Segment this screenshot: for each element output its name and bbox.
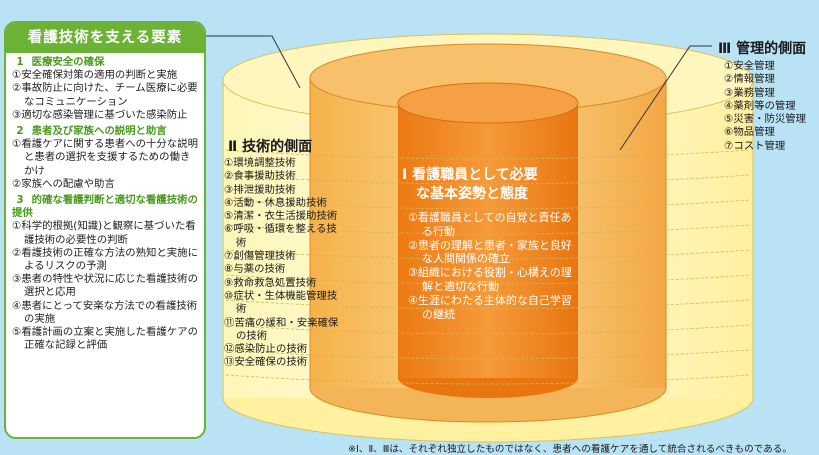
list-item: ④患者にとって安楽な方法での看護技術の実施 xyxy=(12,299,198,325)
list-item: ①環境調整技術 xyxy=(224,157,296,169)
list-item: ③排泄援助技術 xyxy=(224,183,296,196)
list-item: ⑤看護計画の立案と実施した看護ケアの正確な記録と評価 xyxy=(12,326,198,352)
list-item: ⑤災害・防災管理 xyxy=(724,113,807,126)
list-item: ②食事援助技術 xyxy=(224,170,296,183)
section-title: 3 的確な看護判断と適切な看護技術の提供 xyxy=(12,194,200,220)
technical-list: ①環境調整技術 ②食事援助技術 ③排泄援助技術 ④活動・休息援助技術 ⑤清潔・衣… xyxy=(224,157,344,370)
management-title: Ⅲ 管理的側面 xyxy=(718,41,807,57)
section-title-text: 医療安全の確保 xyxy=(31,56,105,68)
list-item: ②看護技術の正確な方法の熟知と実施によるリスクの予測 xyxy=(12,246,198,273)
section-number: 3 xyxy=(16,194,24,207)
support-elements-panel: 看護技術を支える要素 1 医療安全の確保 ①安全確保対策の適用の判断と実施 ②事… xyxy=(4,21,206,439)
list-item: ⑬安全確保の技術 xyxy=(224,356,308,369)
list-item: ②情報管理 xyxy=(724,73,775,86)
list-item: ⑪苦痛の緩和・安楽確保の技術 xyxy=(224,316,339,342)
list-item: ①看護職員としての自覚と責任ある行動 xyxy=(408,211,572,238)
section-title: 1 医療安全の確保 xyxy=(12,56,200,69)
list-item: ①看護ケアに関する患者への十分な説明と患者の選択を支援するための働きかけ xyxy=(12,138,198,177)
panel-title: 看護技術を支える要素 xyxy=(6,23,204,53)
list-item: ①安全確保対策の適用の判断と実施 xyxy=(12,69,178,82)
section-title: 2 患者及び家族への説明と助言 xyxy=(12,125,200,138)
list-item: ⑥呼吸・循環を整える技術 xyxy=(224,223,337,249)
management-list: ①安全管理 ②情報管理 ③業務管理 ④薬剤等の管理 ⑤災害・防災管理 ⑥物品管理… xyxy=(724,60,806,153)
section-number: 2 xyxy=(16,125,24,138)
panel-body: 1 医療安全の確保 ①安全確保対策の適用の判断と実施 ②事故防止に向けた、チーム… xyxy=(6,53,204,352)
core-list: ①看護職員としての自覚と責任ある行動 ②患者の理解と患者・家族と良好な人間関係の… xyxy=(408,211,574,321)
list-item: ③患者の特性や状況に応じた看護技術の選択と応用 xyxy=(12,273,198,299)
core-title: Ⅰ 看護職員として必要 な基本姿勢と態度 xyxy=(402,166,580,204)
section-number: 1 xyxy=(16,56,24,68)
list-item: ③組織における役割・心構えの理解と適切な行動 xyxy=(408,266,572,293)
list-item: ②事故防止に向けた、チーム医療に必要なコミュニケーション xyxy=(12,82,198,108)
list-item: ③適切な感染管理に基づいた感染防止 xyxy=(12,108,188,121)
core-title-line: な基本姿勢と態度 xyxy=(416,186,528,202)
list-item: ⑧与薬の技術 xyxy=(224,263,286,276)
dashed-guides xyxy=(225,149,751,385)
footnote: ※Ⅰ、Ⅱ、Ⅲは、それぞれ独立したものではなく、患者への看護ケアを通して統合される… xyxy=(348,444,792,455)
list-item: ⑩症状・生体機能管理技術 xyxy=(224,289,338,316)
leader-lines xyxy=(206,35,712,151)
list-item: ②患者の理解と患者・家族と良好な人間関係の確立 xyxy=(408,238,572,266)
list-item: ⑥物品管理 xyxy=(724,126,775,139)
list-item: ⑤清潔・衣生活援助技術 xyxy=(224,210,338,223)
list-item: ⑫感染防止の技術 xyxy=(224,343,308,356)
section-title-text: 的確な看護判断と適切な看護技術の提供 xyxy=(12,194,198,220)
list-item: ⑨救命救急処置技術 xyxy=(224,276,317,289)
list-item: ⑦コスト管理 xyxy=(724,139,786,152)
list-item: ①科学的根拠(知識)と観察に基づいた看護技術の必要性の判断 xyxy=(12,220,196,246)
list-item: ①安全管理 xyxy=(724,60,775,72)
list-item: ④生涯にわたる主体的な自己学習の継続 xyxy=(408,293,572,321)
list-item: ⑦創傷管理技術 xyxy=(224,250,296,263)
technical-title: Ⅱ 技術的側面 xyxy=(228,139,313,155)
list-item: ④活動・休息援助技術 xyxy=(224,196,327,209)
list-item: ②家族への配慮や助言 xyxy=(12,177,115,190)
list-item: ④薬剤等の管理 xyxy=(724,99,796,112)
section-title-text: 患者及び家族への説明と助言 xyxy=(31,125,167,138)
core-title-line: Ⅰ 看護職員として必要 xyxy=(402,167,538,183)
core-cylinder xyxy=(397,82,579,398)
list-item: ③業務管理 xyxy=(724,86,775,99)
